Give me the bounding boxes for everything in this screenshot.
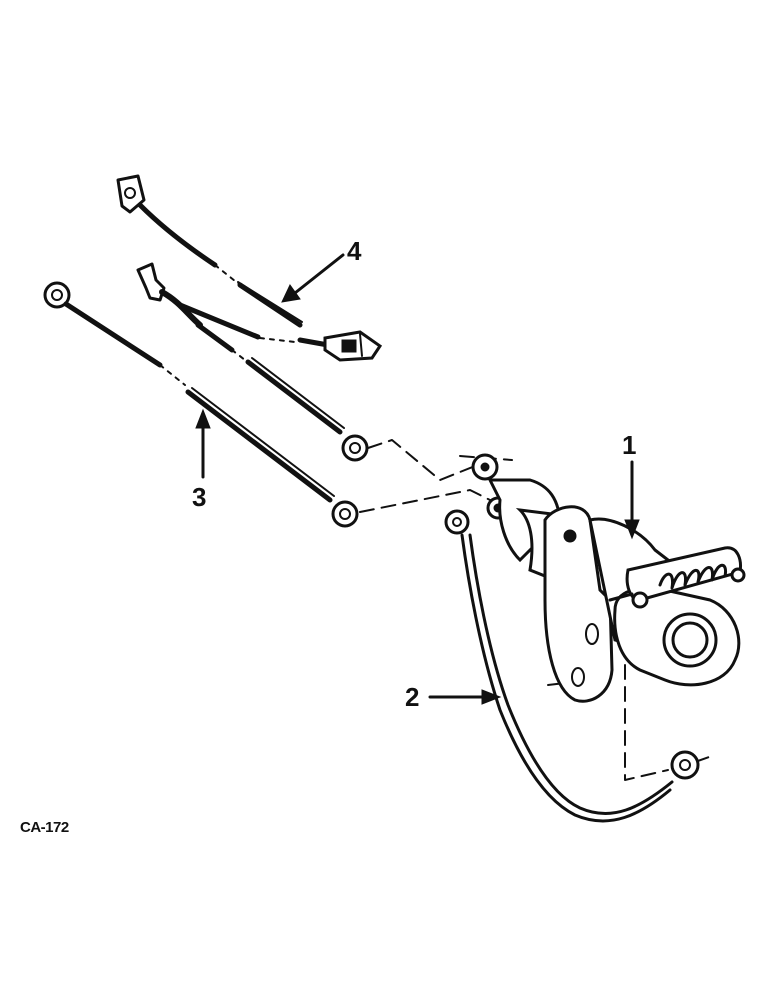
callout-3: 3 [192,482,207,512]
connector-plug [323,330,383,362]
ground-strap-part-2 [444,509,700,823]
callout-1: 1 [622,430,637,460]
ring-terminal-strap-top [444,509,470,535]
spade-terminal [136,262,166,302]
wiring-harness-part-4 [116,174,383,462]
ring-terminal-lower [331,500,359,528]
ring-terminal-left [43,281,71,309]
ring-terminal-strap-bottom [670,750,700,780]
ring-terminal-upper [341,434,369,462]
cable-part-3 [43,281,359,528]
callout-2: 2 [405,682,420,712]
figure-code: CA-172 [20,819,69,836]
upper-flag-terminal [116,174,146,214]
switch-assembly-part-1 [471,453,746,703]
callout-arrows [195,253,640,705]
spring-cover [608,546,746,609]
socket-face [613,586,741,687]
callout-4: 4 [347,236,362,266]
